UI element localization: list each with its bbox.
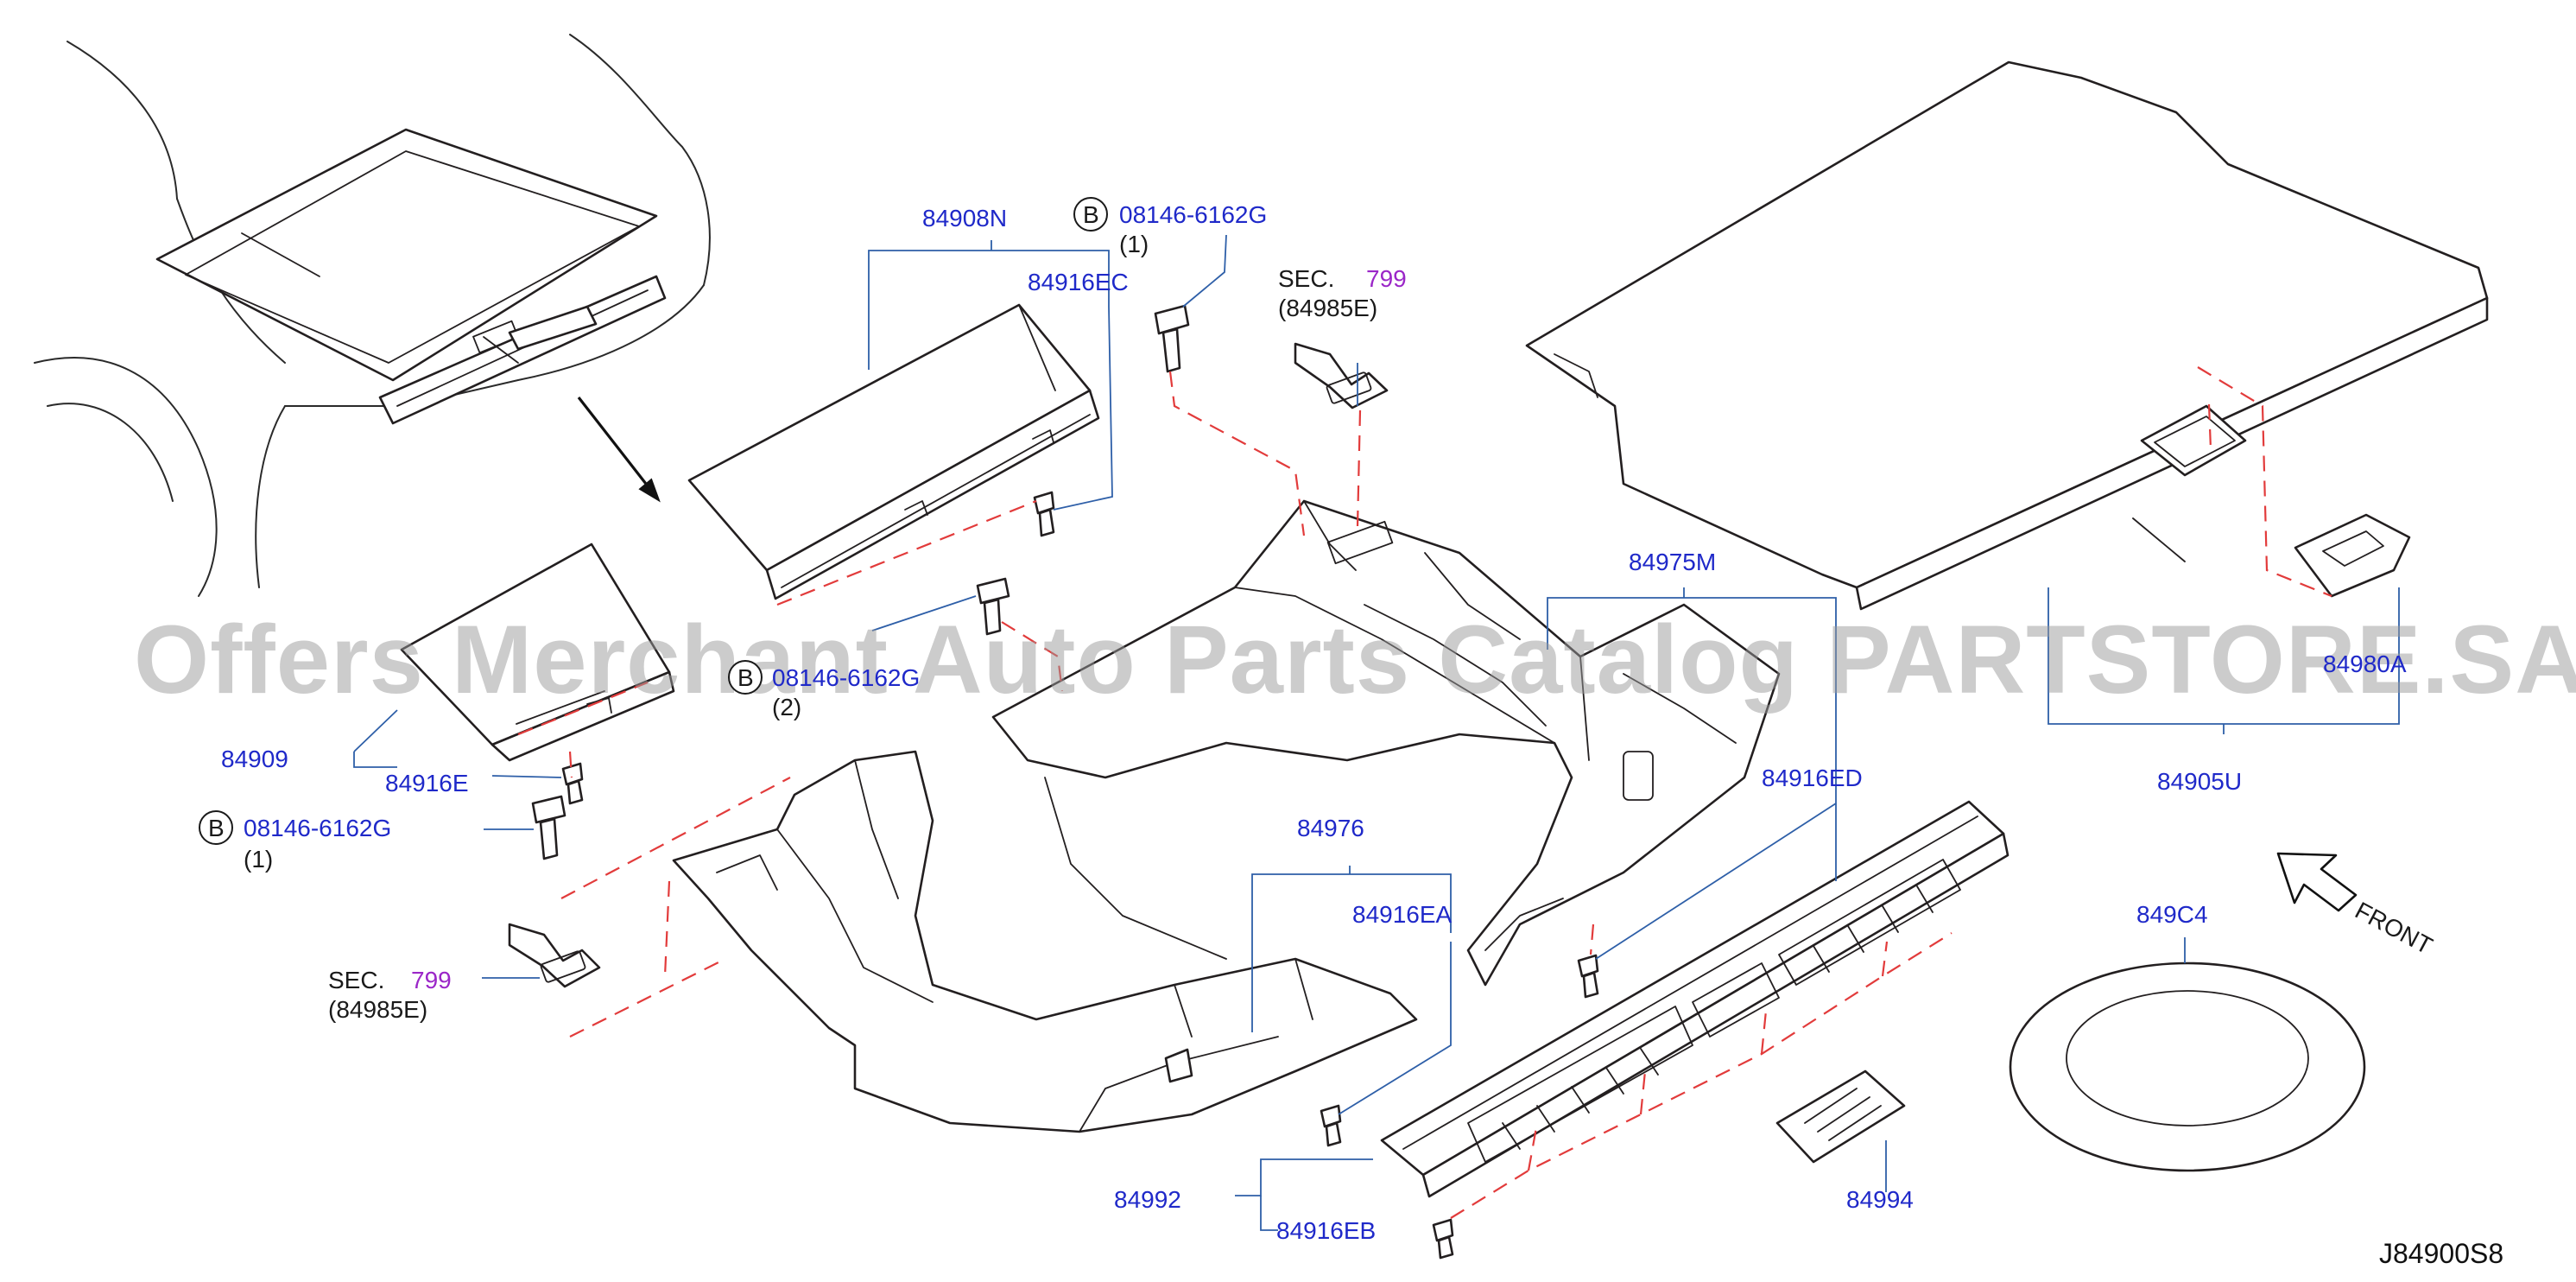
label-sec-upper-num: 799 <box>1366 265 1407 292</box>
label-bolt-low-qty: (1) <box>244 846 273 873</box>
label-84916E: 84916E <box>385 770 469 796</box>
label-84994: 84994 <box>1846 1186 1914 1213</box>
label-84916EA: 84916EA <box>1352 901 1453 928</box>
label-sec-upper-ref: (84985E) <box>1278 295 1377 321</box>
label-84975M: 84975M <box>1629 549 1716 575</box>
part-84980A-pad <box>2294 513 2411 598</box>
b-letter-mid: B <box>737 664 754 691</box>
clip-84916EB-icon <box>1432 1218 1454 1260</box>
clip-84916EC-icon <box>1033 491 1055 537</box>
label-84976: 84976 <box>1297 815 1364 841</box>
leader-lines <box>353 234 2400 1231</box>
label-bolt-top-qty: (1) <box>1119 231 1149 257</box>
front-arrow-icon <box>2276 852 2358 912</box>
part-84992-scuff-plate <box>1380 800 2010 1198</box>
clip-84916E-icon <box>561 762 584 805</box>
view-arrow-head-icon <box>638 478 661 503</box>
label-84909: 84909 <box>221 746 288 772</box>
bolt-low-icon <box>531 795 566 860</box>
label-bolt-mid-qty: (2) <box>772 694 801 720</box>
watermark: Offers Merchant Auto Parts Catalog PARTS… <box>134 606 2576 714</box>
clip-84916ED-icon <box>1577 954 1599 999</box>
b-letter-low: B <box>208 815 225 841</box>
label-sec-upper: SEC. <box>1278 265 1334 292</box>
part-84975M-cargo-box <box>991 499 1781 987</box>
hidden-lines <box>517 366 2332 1219</box>
part-84908N-tray <box>687 303 1100 600</box>
b-circle-low <box>199 810 233 845</box>
label-84916EB: 84916EB <box>1276 1217 1376 1244</box>
bolt-top-icon <box>1154 304 1190 373</box>
car-rear-inset <box>34 34 711 597</box>
sec799-lower-bracket-icon <box>508 923 601 988</box>
label-sec-lower-num: 799 <box>411 967 452 993</box>
part-849C4-ring-inner <box>2066 990 2309 1127</box>
part-84994-mat <box>1775 1069 1906 1164</box>
b-circle-mid <box>728 660 763 695</box>
label-84905U: 84905U <box>2157 768 2242 795</box>
part-84909-tray <box>400 543 675 762</box>
bolt-mid-icon <box>976 577 1010 636</box>
label-849C4: 849C4 <box>2136 901 2208 928</box>
part-849C4-ring-mat <box>2009 962 2366 1172</box>
label-bolt-mid-code: 08146-6162G <box>772 664 920 691</box>
sec799-upper-bracket-icon <box>1294 342 1389 409</box>
b-letter-top: B <box>1083 201 1099 228</box>
label-84916ED: 84916ED <box>1762 765 1863 791</box>
label-bolt-top-code: 08146-6162G <box>1119 201 1267 228</box>
label-84908N: 84908N <box>922 205 1007 232</box>
b-circle-top <box>1073 197 1108 232</box>
label-84916EC: 84916EC <box>1028 269 1129 295</box>
diagram-code: J84900S8 <box>2379 1238 2503 1269</box>
label-bolt-low-code: 08146-6162G <box>244 815 391 841</box>
part-84905U-floor-board <box>1525 60 2489 611</box>
label-84992: 84992 <box>1114 1186 1181 1213</box>
part-84976-lower-tray <box>672 750 1418 1133</box>
label-84980A: 84980A <box>2323 651 2407 677</box>
label-sec-lower-ref: (84985E) <box>328 996 427 1023</box>
clip-84916EA-icon <box>1320 1104 1342 1147</box>
label-front: FRONT <box>2351 897 2437 960</box>
label-sec-lower: SEC. <box>328 967 384 993</box>
view-arrow-line <box>577 397 660 500</box>
